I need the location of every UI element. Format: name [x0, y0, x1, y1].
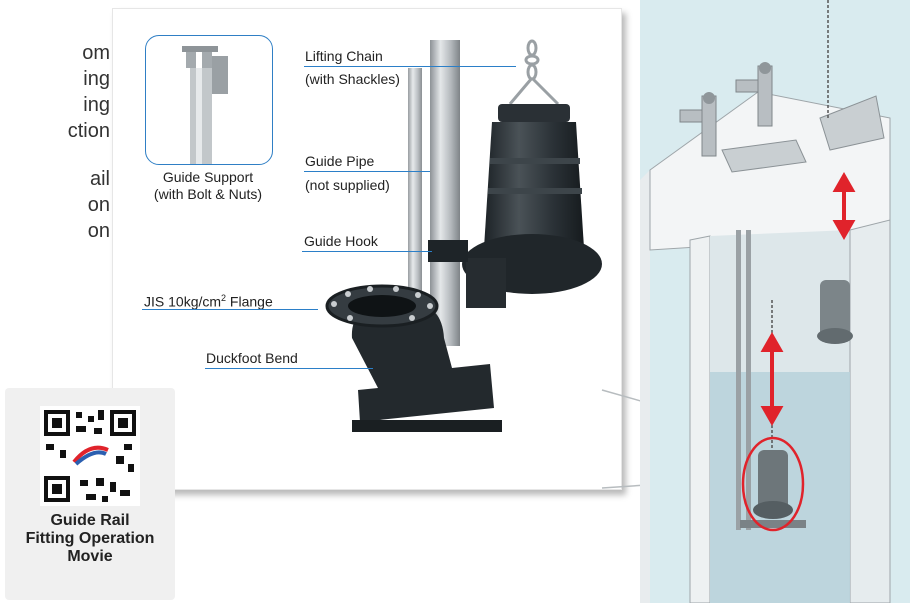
- lifting-chain-label: Lifting Chain: [305, 48, 383, 64]
- left-line: on: [87, 220, 110, 242]
- left-line: ction: [67, 120, 110, 142]
- guide-support-inset: [145, 35, 273, 165]
- guide-pipe-rear: [408, 68, 422, 346]
- guide-hook-leader: [302, 251, 432, 252]
- left-description-text: om ing ing ction ail on on: [0, 40, 110, 244]
- highlight-circle: [741, 436, 805, 532]
- left-line: on: [87, 194, 110, 216]
- pump-motor: [484, 122, 584, 248]
- guide-pipe-leader: [304, 171, 430, 172]
- guide-support-label: Guide Support: [162, 169, 254, 185]
- duckfoot-bend: [351, 304, 494, 422]
- flange-label: JIS 10kg/cm2 Flange: [144, 293, 273, 310]
- duckfoot-leader: [205, 368, 373, 369]
- guide-hook: [428, 240, 468, 262]
- pump-pit-schematic: [640, 0, 910, 603]
- lifting-chain-leader: [304, 66, 516, 67]
- guide-support-icon: [182, 46, 228, 164]
- left-line: ail: [89, 168, 110, 190]
- guide-pipe-label: Guide Pipe: [305, 153, 375, 169]
- flange-leader: [142, 309, 318, 310]
- left-line: om: [82, 42, 110, 64]
- guide-support-sublabel: (with Bolt & Nuts): [153, 186, 263, 202]
- duckfoot-label: Duckfoot Bend: [206, 350, 298, 366]
- qr-code-icon[interactable]: [40, 406, 140, 506]
- pump-illustration: [325, 39, 602, 432]
- lifting-chain: [508, 39, 560, 106]
- lifting-chain-sublabel: (with Shackles): [305, 71, 400, 87]
- lift-arrows: [760, 171, 856, 427]
- left-line: ing: [83, 68, 110, 90]
- guide-hook-label: Guide Hook: [304, 233, 378, 249]
- guide-pipe: [430, 40, 460, 346]
- guide-pipe-sublabel: (not supplied): [305, 177, 390, 193]
- left-line: ing: [83, 94, 110, 116]
- qr-caption: Guide Rail Fitting Operation Movie: [25, 512, 155, 565]
